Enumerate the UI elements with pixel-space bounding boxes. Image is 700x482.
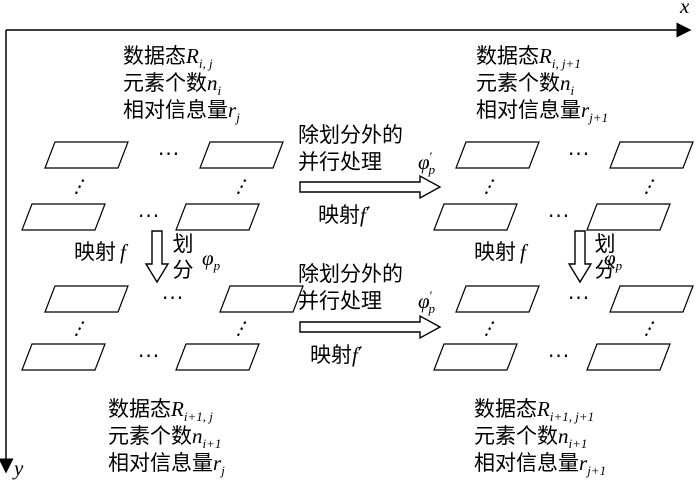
process-label-line1: 除划分外的 (298, 123, 403, 147)
split-char-1: 划 (172, 232, 194, 256)
state-line-element-count: 元素个数ni (476, 71, 575, 98)
phi-p-symbol: φp (202, 246, 221, 273)
split-char-2: 分 (172, 258, 194, 282)
state-line-data-state: 数据态Ri, j (123, 44, 213, 71)
x-axis-label: x (680, 0, 690, 18)
state-line-element-count: 元素个数ni+1 (108, 424, 222, 451)
split-char-2: 分 (594, 258, 616, 282)
phi-p-symbol: φp (604, 246, 623, 273)
state-line-relative-info: 相对信息量rj (108, 451, 225, 478)
process-label-line2: 并行处理 (298, 150, 382, 174)
process-label-line1: 除划分外的 (298, 262, 403, 286)
parallelogram (433, 203, 518, 231)
parallelogram (199, 141, 284, 169)
horizontal-ellipsis: ··· (138, 204, 161, 228)
state-line-element-count: 元素个数ni (123, 71, 222, 98)
state-line-data-state: 数据态Ri, j+1 (476, 44, 581, 71)
parallelogram (433, 343, 518, 371)
parallelogram (175, 343, 260, 371)
parallelogram-group-bottom-left (21, 285, 304, 371)
state-line-relative-info: 相对信息量rj+1 (476, 98, 609, 125)
state-line-data-state: 数据态Ri+1, j+1 (474, 397, 595, 424)
parallelogram-group-top-left (21, 141, 284, 231)
vertical-arrow-right (567, 230, 593, 284)
state-line-relative-info: 相对信息量rj (123, 98, 240, 125)
parallelogram (586, 343, 671, 371)
parallelogram (219, 285, 304, 313)
horizontal-ellipsis: ··· (568, 286, 591, 310)
parallelogram (586, 203, 671, 231)
state-line-element-count: 元素个数ni+1 (474, 424, 588, 451)
mapping-f-prime-label: 映射f′ (310, 343, 363, 367)
parallelogram-group-top-right (433, 141, 694, 231)
parallelogram (455, 141, 540, 169)
horizontal-ellipsis: ··· (548, 204, 571, 228)
parallelogram (455, 285, 540, 313)
horizontal-arrow-top (299, 174, 442, 200)
horizontal-ellipsis: ··· (162, 286, 185, 310)
horizontal-ellipsis: ··· (158, 142, 181, 166)
horizontal-ellipsis: ··· (548, 344, 571, 368)
y-axis-label: y (14, 456, 24, 480)
state-line-data-state: 数据态Ri+1, j (108, 397, 213, 424)
parallelogram (21, 203, 106, 231)
split-char-1: 划 (594, 232, 616, 256)
process-label-line2: 并行处理 (298, 289, 382, 313)
phi-prime-p-symbol: φ′p (418, 288, 435, 316)
parallelogram (609, 141, 694, 169)
horizontal-ellipsis: ··· (568, 142, 591, 166)
parallelogram (44, 141, 129, 169)
phi-prime-p-symbol: φ′p (418, 149, 435, 177)
state-line-relative-info: 相对信息量rj+1 (474, 451, 607, 478)
horizontal-arrow-bottom (299, 314, 442, 340)
vertical-arrow-left (144, 230, 170, 284)
parallelogram (609, 285, 694, 313)
parallelogram-group-bottom-right (433, 285, 694, 371)
parallelogram (21, 343, 106, 371)
parallelogram (44, 285, 129, 313)
mapping-f-prime-label: 映射f′ (318, 203, 371, 227)
parallelogram (175, 203, 260, 231)
horizontal-ellipsis: ··· (138, 344, 161, 368)
